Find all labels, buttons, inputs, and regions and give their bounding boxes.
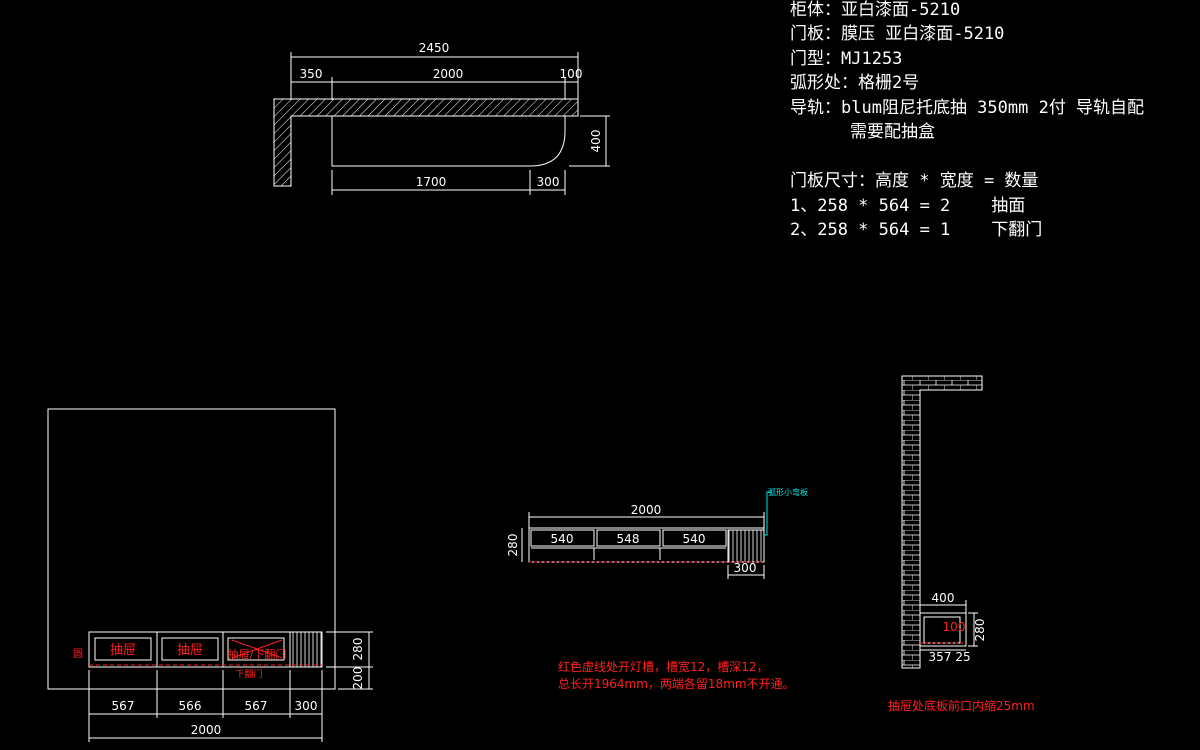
plan-dim-right: 100 bbox=[560, 67, 583, 81]
spec-cabinet-body: 柜体：亚白漆面-5210 bbox=[790, 0, 961, 20]
section-note: 抽屉处底板前口内缩25mm bbox=[888, 698, 1035, 713]
front-seg-3: 540 bbox=[683, 532, 706, 546]
front-seg-1: 540 bbox=[551, 532, 574, 546]
section-dim-b: 25 bbox=[955, 650, 970, 664]
plan-dim-bottom-right: 300 bbox=[537, 175, 560, 189]
elev-dim-w4: 300 bbox=[295, 699, 318, 713]
plan-counter bbox=[331, 116, 566, 167]
section-dim-inner: 100 bbox=[943, 620, 966, 634]
flip-door-label: 下翻门 bbox=[235, 668, 262, 680]
section-view bbox=[901, 375, 983, 669]
plan-dim-total: 2450 bbox=[419, 41, 450, 55]
elev-dim-total: 2000 bbox=[191, 723, 222, 737]
elev-dim-w1: 567 bbox=[112, 699, 135, 713]
spec-rail-line2: 需要配抽盒 bbox=[850, 122, 935, 142]
plan-dim-left: 350 bbox=[300, 67, 323, 81]
spec-size-header: 门板尺寸：高度 * 宽度 = 数量 bbox=[790, 171, 1039, 191]
section-dim-depth: 400 bbox=[932, 591, 955, 605]
wall-outline bbox=[47, 408, 336, 690]
elev-dim-w3: 567 bbox=[245, 699, 268, 713]
drawer-label-2: 抽屉 bbox=[177, 643, 203, 658]
section-wall bbox=[901, 375, 983, 669]
plan-view bbox=[273, 52, 610, 195]
elev-dim-w2: 566 bbox=[179, 699, 202, 713]
drawer-label-1: 抽屉 bbox=[110, 643, 136, 658]
front-dim-total: 2000 bbox=[631, 503, 662, 517]
front-view bbox=[521, 491, 772, 579]
elevation-view bbox=[47, 408, 373, 742]
front-seg-2: 548 bbox=[617, 532, 640, 546]
front-dim-arc: 300 bbox=[734, 561, 757, 575]
arc-note: 弧形小弯板 bbox=[768, 487, 808, 497]
spec-size-row2: 2、258 * 564 = 1 下翻门 bbox=[790, 220, 1043, 240]
spec-arc-part: 弧形处：格栅2号 bbox=[790, 73, 920, 93]
spec-door-panel: 门板：膜压 亚白漆面-5210 bbox=[790, 24, 1005, 44]
elev-dim-h2: 200 bbox=[351, 667, 365, 690]
front-dim-height: 280 bbox=[506, 534, 520, 557]
drawer-label-3: 抽屉/下翻门 bbox=[228, 647, 287, 661]
section-dim-a: 357 bbox=[929, 650, 952, 664]
plan-dim-mid: 2000 bbox=[433, 67, 464, 81]
grille-panel bbox=[289, 631, 323, 668]
section-dim-height: 280 bbox=[973, 619, 987, 642]
elev-dim-h1: 280 bbox=[351, 638, 365, 661]
plan-dim-depth: 400 bbox=[589, 130, 603, 153]
left-mark: 圆 bbox=[73, 648, 83, 660]
red-note-line1: 红色虚线处开灯槽，槽宽12，槽深12， bbox=[558, 659, 769, 674]
plan-dim-bottom-left: 1700 bbox=[416, 175, 447, 189]
spec-rail-line1: 导轨：blum阻尼托底抽 350mm 2付 导轨自配 bbox=[790, 98, 1145, 118]
plan-wall-hatch bbox=[273, 98, 579, 187]
red-note-line2: 总长开1964mm，两端各留18mm不开通。 bbox=[558, 676, 795, 691]
spec-size-row1: 1、258 * 564 = 2 抽面 bbox=[790, 196, 1026, 216]
spec-door-type: 门型：MJ1253 bbox=[790, 49, 903, 69]
